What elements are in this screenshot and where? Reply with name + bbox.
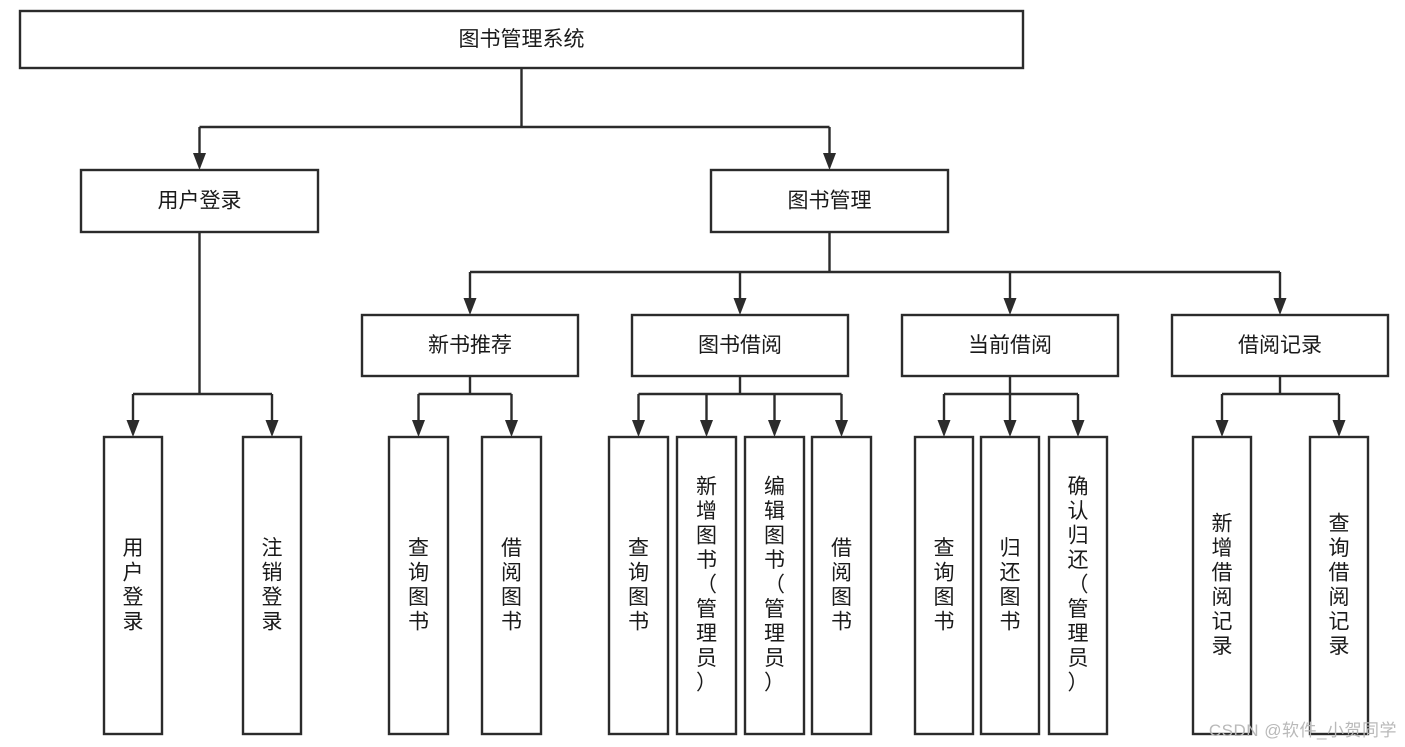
node-box [1308, 435, 1370, 736]
node-box [241, 435, 303, 736]
node-l-bw-query[interactable]: 查询图书 [607, 435, 670, 736]
node-l-bw-add[interactable]: 新增图书（管理员） [675, 435, 738, 736]
node-n-book-mgmt[interactable]: 图书管理 [709, 168, 950, 234]
node-box [675, 435, 738, 736]
node-l-rc-add[interactable]: 新增借阅记录 [1191, 435, 1253, 736]
node-box [900, 313, 1120, 378]
node-box [480, 435, 543, 736]
node-n-borrow[interactable]: 图书借阅 [630, 313, 850, 378]
node-label: 新增图书（管理员） [696, 475, 717, 694]
node-label: 查询图书 [628, 536, 649, 633]
node-label: 查询图书 [408, 536, 429, 633]
node-box [387, 435, 450, 736]
node-box [360, 313, 580, 378]
node-label: 编辑图书（管理员） [764, 475, 785, 694]
edge-layer [126, 68, 1346, 437]
node-label: 借阅图书 [501, 536, 522, 633]
node-box [1191, 435, 1253, 736]
node-l-cu-return[interactable]: 归还图书 [979, 435, 1041, 736]
node-label: 当前借阅 [968, 334, 1052, 357]
node-label: 图书管理 [788, 190, 872, 213]
node-box [102, 435, 164, 736]
node-label: 查询图书 [934, 536, 955, 633]
node-l-nb-borrow[interactable]: 借阅图书 [480, 435, 543, 736]
node-label: 图书借阅 [698, 334, 782, 357]
node-l-bw-edit[interactable]: 编辑图书（管理员） [743, 435, 806, 736]
node-box [743, 435, 806, 736]
node-l-cu-confirm[interactable]: 确认归还（管理员） [1047, 435, 1109, 736]
node-n-current[interactable]: 当前借阅 [900, 313, 1120, 378]
node-label: 用户登录 [123, 536, 144, 633]
node-box [630, 313, 850, 378]
node-l-user-login[interactable]: 用户登录 [102, 435, 164, 736]
node-l-logout[interactable]: 注销登录 [241, 435, 303, 736]
node-label: 归还图书 [1000, 536, 1021, 633]
node-box [1170, 313, 1390, 378]
node-l-cu-query[interactable]: 查询图书 [913, 435, 975, 736]
node-l-rc-query[interactable]: 查询借阅记录 [1308, 435, 1370, 736]
node-box [79, 168, 320, 234]
node-label: 用户登录 [158, 190, 242, 213]
node-label: 确认归还（管理员） [1068, 475, 1089, 694]
node-n-record[interactable]: 借阅记录 [1170, 313, 1390, 378]
node-box [1047, 435, 1109, 736]
node-box [979, 435, 1041, 736]
node-label: 新增借阅记录 [1212, 512, 1233, 658]
node-n-user-login[interactable]: 用户登录 [79, 168, 320, 234]
node-label: 借阅图书 [831, 536, 852, 633]
node-n-new-book[interactable]: 新书推荐 [360, 313, 580, 378]
node-box [913, 435, 975, 736]
node-l-nb-query[interactable]: 查询图书 [387, 435, 450, 736]
node-label: 新书推荐 [428, 334, 512, 357]
node-label: 借阅记录 [1238, 334, 1322, 357]
node-label: 图书管理系统 [459, 28, 585, 51]
node-box [607, 435, 670, 736]
node-root[interactable]: 图书管理系统 [18, 9, 1025, 70]
node-layer: 图书管理系统用户登录图书管理新书推荐图书借阅当前借阅借阅记录用户登录注销登录查询… [18, 9, 1390, 736]
node-l-bw-borrow[interactable]: 借阅图书 [810, 435, 873, 736]
node-label: 查询借阅记录 [1329, 512, 1350, 658]
node-box [18, 9, 1025, 70]
node-box [709, 168, 950, 234]
node-label: 注销登录 [262, 536, 283, 633]
node-box [810, 435, 873, 736]
